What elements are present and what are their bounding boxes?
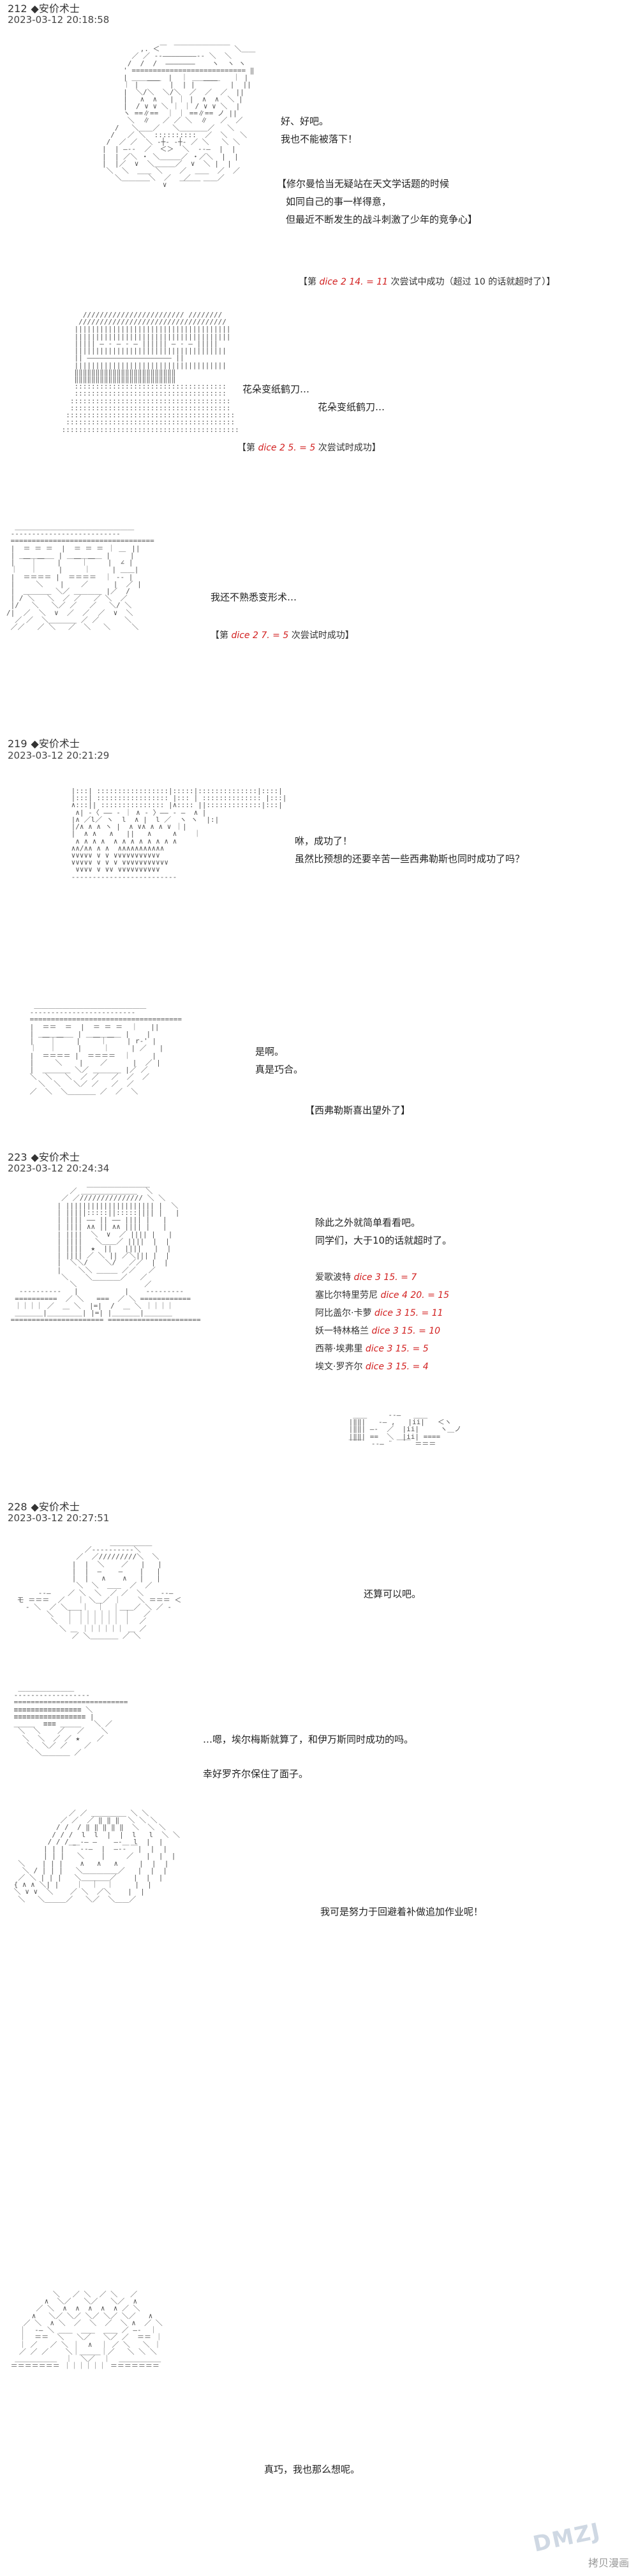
narration-line: 但最近不断发生的战斗刺激了少年的竞争心】	[286, 214, 478, 225]
dice-roll-line: 【第 dice 2 5. = 5 次尝试时成功】	[237, 443, 381, 453]
dice-roll-line: 埃文·罗齐尔 dice 3 15. = 4	[315, 1362, 429, 1372]
post-header: 212◆安价术士	[8, 3, 80, 15]
watermark: 拷贝漫画	[588, 2557, 629, 2569]
post-header: 228◆安价术士	[8, 1501, 80, 1513]
dice-roll-line: 阿比盖尔·卡萝 dice 3 15. = 11	[315, 1308, 443, 1318]
dialogue-line: 虽然比预想的还要辛苦一些西弗勒斯也同时成功了吗？	[295, 853, 525, 865]
dialogue-line: 好、好吧。	[281, 115, 329, 127]
ascii-art-figure: ＿＿ ‐‐― ＿＿ |‖‖| ‐― , |ii| ＜ヽ |‖‖| ―‐ ／ |i…	[348, 1411, 462, 1448]
dice-roll-line: 塞比尔特里劳尼 dice 4 20. = 15	[315, 1290, 450, 1300]
narration-line: 【西弗勒斯喜出望外了】	[305, 1105, 411, 1116]
ascii-art-figure: ／ ／ ＿＿＿＿＿ ＼ ＼ ／ ／ ／ ‖ ‖ ‖ ＼ ＼ ＼ / / / ‖ …	[13, 1809, 181, 1903]
ascii-art-figure: ＿＿＿＿＿＿ ／‐‐‐‐‐‐‐‐‐‐＼ ／ ／/////////＼ ＼ | | …	[17, 1538, 182, 1640]
dialogue-line: …嗯，埃尔梅斯就算了，和伊万斯同时成功的吗。	[203, 1734, 414, 1745]
ascii-art-figure: |:::| :::::::::::::::::|:::::|::::::::::…	[71, 787, 287, 881]
ascii-art-figure: ＿＿＿＿＿＿＿＿＿＿＿＿＿＿＿＿ ‐‐‐‐‐‐‐‐‐‐‐‐‐‐‐‐‐‐‐‐‐‐‐…	[29, 1001, 182, 1096]
post-timestamp: 2023-03-12 20:24:34	[8, 1163, 110, 1174]
dialogue-line: 真巧，我也那么想呢。	[264, 2464, 360, 2475]
dialogue-line: 同学们，大于10的话就超时了。	[315, 1235, 452, 1246]
dialogue-line: 花朵变纸鹤刀…	[318, 401, 385, 413]
dice-roll-line: 西蒂·埃弗里 dice 3 15. = 5	[315, 1344, 429, 1354]
dialogue-line: 除此之外就简单看看吧。	[315, 1217, 421, 1228]
narration-line: 【修尔曼恰当无疑站在天文学话题的时候	[277, 178, 450, 190]
dialogue-line: 咻，成功了！	[295, 835, 353, 847]
ascii-art-figure: ＿＿＿＿＿＿＿＿＿ ／ ＿＿＿＿＿＿＿＿ ＼ ／ ／//////////////…	[10, 1180, 201, 1325]
dialogue-line: 真是巧合。	[255, 1064, 304, 1075]
post-timestamp: 2023-03-12 20:18:58	[8, 14, 110, 26]
post-header: 223◆安价术士	[8, 1151, 80, 1163]
ascii-art-figure: ＼ ／ ＼ ／ ＼ ／ ∧ ＼／ ＼／ ＼／ ∧ ／ ＼ ∧ ∧ ∧ ∧ ∧ ／…	[10, 2290, 163, 2371]
ascii-art-figure: ＿＿＿＿＿＿＿＿＿＿＿＿＿＿＿＿＿ ‐‐‐‐‐‐‐‐‐‐‐‐‐‐‐‐‐‐‐‐‐‐…	[6, 523, 154, 632]
dice-roll-line: 妖一特林格兰 dice 3 15. = 10	[315, 1326, 441, 1336]
dialogue-line: 是啊。	[255, 1046, 285, 1057]
site-logo: DMZJ	[530, 2518, 603, 2557]
ascii-art-figure: ＿＿＿＿＿＿＿＿ ,. ＜￣ ＼＿＿ ／ ／ ‐‐――――――――‐‐ ＼ ＼ …	[102, 38, 256, 190]
ascii-art-figure: ＿＿＿＿＿＿＿＿ ‐‐‐‐‐‐‐‐‐‐‐‐‐‐‐‐‐‐ ============…	[13, 1684, 128, 1757]
post-header: 219◆安价术士	[8, 738, 80, 750]
dice-roll-line: 【第 dice 2 14. = 11 次尝试中成功（超过 10 的话就超时了）】	[299, 277, 556, 287]
post-timestamp: 2023-03-12 20:27:51	[8, 1512, 110, 1524]
dice-roll-line: 【第 dice 2 7. = 5 次尝试时成功】	[211, 630, 354, 641]
dialogue-line: 还算可以吧。	[364, 1588, 422, 1600]
dialogue-line: 我可是努力于回避着补做追加作业呢！	[320, 1906, 484, 1917]
dialogue-line: 我也不能被落下！	[281, 133, 358, 145]
post-timestamp: 2023-03-12 20:21:29	[8, 750, 110, 761]
ascii-art-figure: //////////////////////// //////// //////…	[61, 311, 239, 434]
dialogue-line: 我还不熟悉变形术…	[211, 592, 297, 603]
dialogue-line: 花朵变纸鹤刀…	[242, 383, 310, 395]
dice-roll-line: 爱歌波特 dice 3 15. = 7	[315, 1272, 417, 1283]
narration-line: 如同自己的事一样得意，	[286, 196, 392, 207]
dialogue-line: 幸好罗齐尔保住了面子。	[203, 1768, 309, 1780]
